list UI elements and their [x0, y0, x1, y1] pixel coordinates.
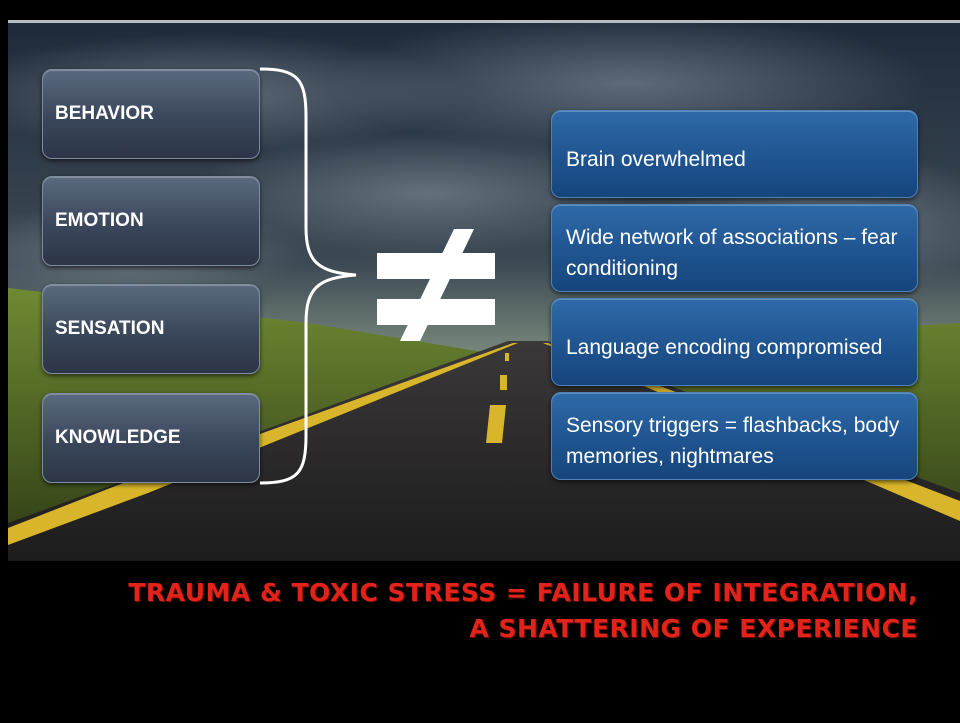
right-box-1: Brain overwhelmed: [551, 110, 918, 198]
right-box-2: Wide network of associations – fear cond…: [551, 204, 918, 292]
left-box-label: BEHAVIOR: [55, 103, 154, 124]
right-box-text: Wide network of associations – fear cond…: [566, 226, 898, 280]
right-box-text: Sensory triggers = flashbacks, body memo…: [566, 414, 900, 468]
right-box-3: Language encoding compromised: [551, 298, 918, 386]
left-box-label: SENSATION: [55, 318, 165, 339]
left-box-label: EMOTION: [55, 210, 144, 231]
title-line-2: A SHATTERING OF EXPERIENCE: [469, 614, 918, 643]
right-box-text: Language encoding compromised: [566, 335, 883, 359]
slide-background: BEHAVIOR EMOTION SENSATION KNOWLEDGE ≠ B…: [8, 20, 960, 561]
left-box-emotion: EMOTION: [42, 176, 260, 266]
curly-brace: [259, 67, 357, 485]
left-box-label: KNOWLEDGE: [55, 427, 181, 448]
title-line-1: TRAUMA & TOXIC STRESS = FAILURE OF INTEG…: [128, 578, 918, 607]
left-box-behavior: BEHAVIOR: [42, 69, 260, 159]
not-equal-icon: [377, 229, 495, 341]
right-box-text: Brain overwhelmed: [566, 147, 746, 171]
right-box-4: Sensory triggers = flashbacks, body memo…: [551, 392, 918, 480]
left-box-knowledge: KNOWLEDGE: [42, 393, 260, 483]
left-box-sensation: SENSATION: [42, 284, 260, 374]
